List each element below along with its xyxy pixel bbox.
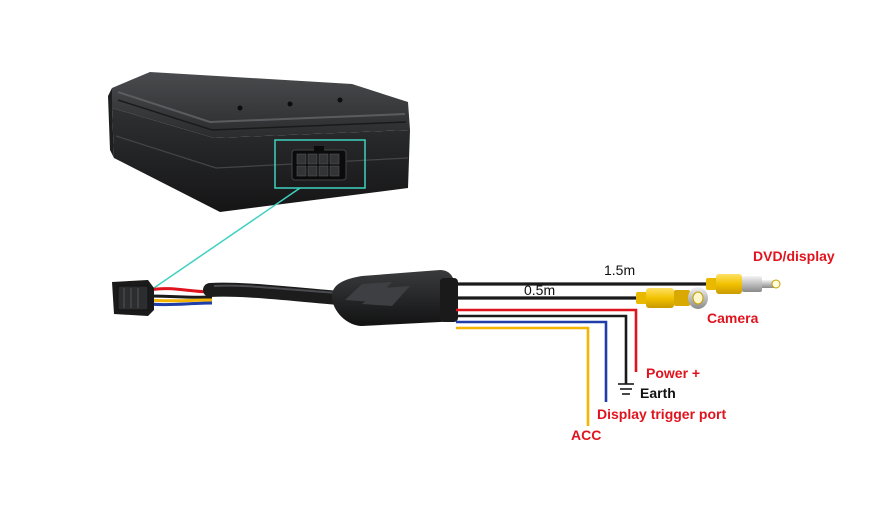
port-highlight bbox=[274, 139, 366, 189]
output-wires bbox=[456, 282, 712, 426]
acc-label: ACC bbox=[571, 427, 601, 443]
length-label-0-5m: 0.5m bbox=[524, 282, 555, 298]
rca-plug-dvd-icon bbox=[706, 274, 781, 294]
ground-symbol-icon bbox=[618, 383, 634, 395]
camera-label: Camera bbox=[707, 310, 759, 326]
power-label: Power + bbox=[646, 365, 700, 381]
dvd-display-label: DVD/display bbox=[753, 248, 835, 264]
earth-label: Earth bbox=[640, 385, 676, 401]
main-cable bbox=[203, 282, 347, 305]
control-box-icon bbox=[108, 72, 410, 212]
rca-plug-camera-icon bbox=[636, 287, 708, 309]
callout-line bbox=[147, 187, 301, 293]
length-label-1-5m: 1.5m bbox=[604, 262, 635, 278]
display-trigger-label: Display trigger port bbox=[597, 406, 726, 422]
splice-block-icon bbox=[332, 270, 458, 326]
harness-connector-icon bbox=[112, 280, 213, 316]
